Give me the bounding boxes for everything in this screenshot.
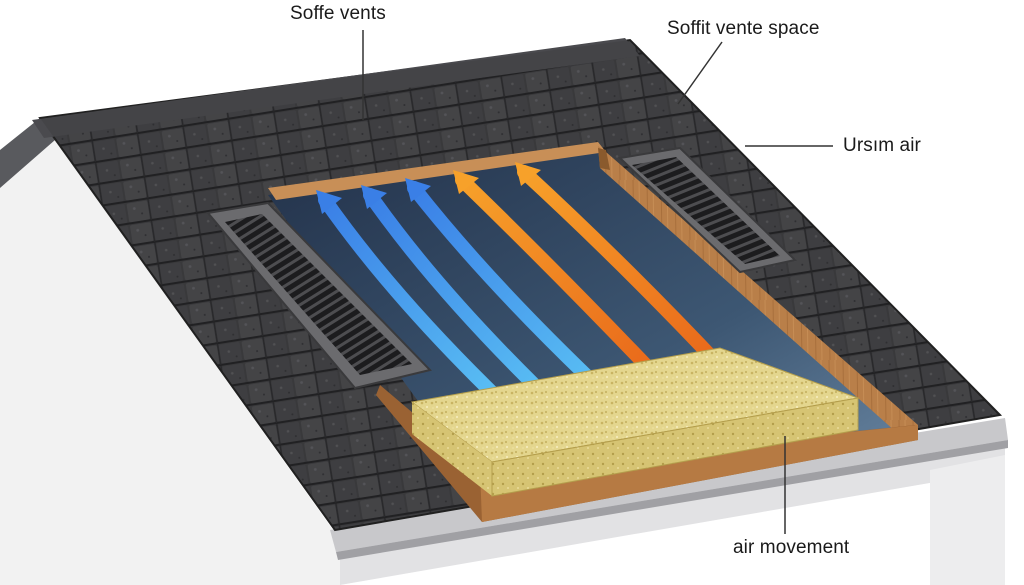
left-soffit-vent <box>206 201 432 390</box>
right-soffit-vent <box>617 146 798 274</box>
house-wall-right <box>930 455 1005 585</box>
insulation-batt <box>410 347 860 497</box>
gable-fascia <box>0 118 55 188</box>
label-soffit-vents: Soffe vents <box>290 3 386 24</box>
roof-ridge-cap <box>32 38 640 138</box>
leader-soffit-vent-space <box>677 41 723 105</box>
house-wall <box>0 140 340 585</box>
rafter-side-wall <box>598 146 918 440</box>
gutter-edge <box>336 440 1008 560</box>
label-soffit-vent-space: Soffit vente space <box>667 18 820 39</box>
label-rising-air: Ursım air <box>843 135 921 156</box>
rafter-top-edge <box>268 142 606 200</box>
label-air-movement: air movement <box>733 537 850 558</box>
